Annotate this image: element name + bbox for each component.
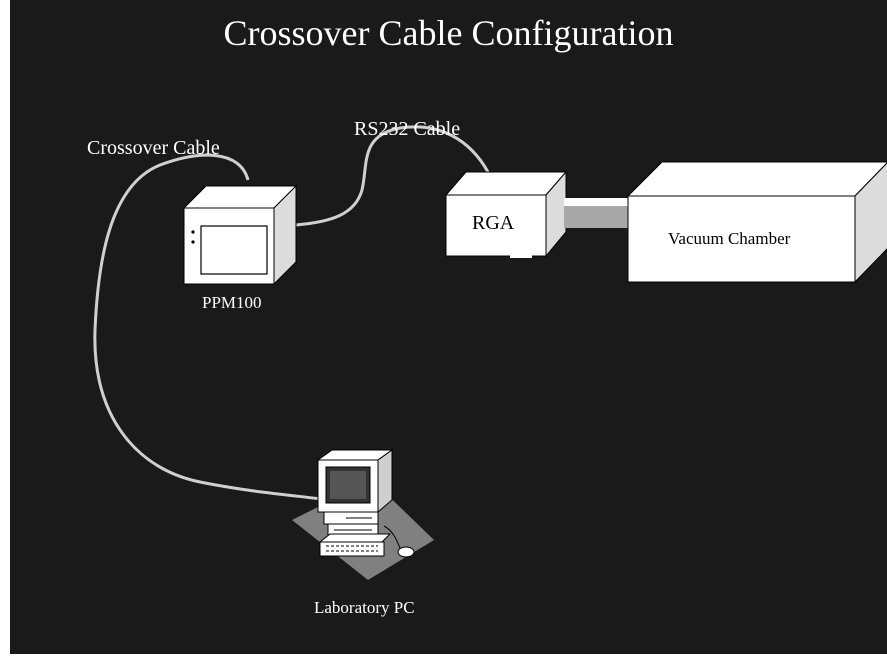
vacuum-chamber-box (626, 161, 887, 284)
rs232-cable (295, 125, 490, 227)
ppm100-device (182, 184, 298, 286)
vacuum-chamber-label: Vacuum Chamber (668, 229, 791, 248)
rga-label: RGA (472, 212, 515, 234)
slide-background (10, 0, 887, 654)
rs232-cable-label: RS232 Cable (354, 118, 461, 140)
ppm100-label: PPM100 (202, 293, 262, 312)
laboratory-pc-label: Laboratory PC (314, 598, 415, 617)
vacuum-tube (564, 198, 632, 228)
crossover-cable-label: Crossover Cable (87, 137, 220, 159)
rga-device (444, 170, 568, 258)
laboratory-pc-icon (292, 449, 434, 580)
diagram-title: Crossover Cable Configuration (223, 13, 674, 53)
crossover-cable (93, 153, 331, 502)
